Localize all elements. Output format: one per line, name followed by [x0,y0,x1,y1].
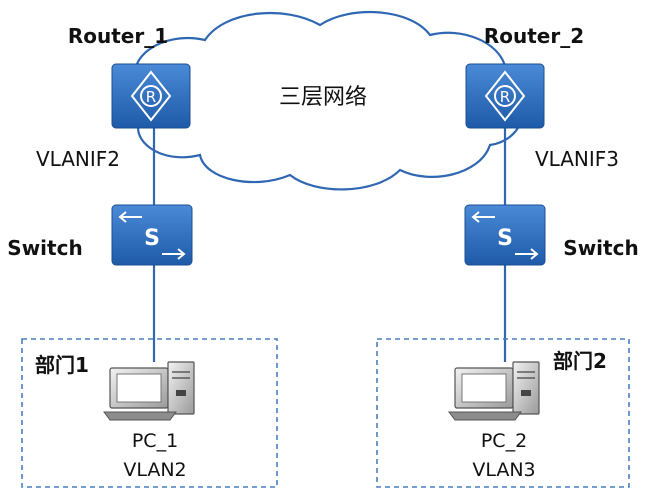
switch-icon [118,211,186,260]
switch-1-icon-body [111,204,193,266]
router-icon: R [484,70,526,122]
switch-1-icon-letter: S [144,226,160,251]
pc-2-name: PC_2 [481,430,527,452]
pc-icon [448,361,540,421]
router-1-interface: VLANIF2 [36,147,120,171]
switch-2-icon-body [464,204,546,266]
router-1-icon-body [111,63,191,129]
router-2-icon-letter: R [500,88,510,106]
department-2-label: 部门2 [553,349,607,373]
switch-1-label: Switch [7,236,82,260]
department-1-label: 部门1 [35,353,89,377]
switch-2: S Switch [464,204,639,266]
department-2: 部门2 PC_2 VLAN3 [376,338,630,488]
links [152,128,507,362]
router-1: Router_1 R VLANIF2 [36,24,191,171]
router-2-icon-body [465,63,545,129]
router-2-interface: VLANIF3 [535,147,619,171]
router-1-icon-letter: R [146,88,156,106]
pc-2-vlan: VLAN3 [472,459,535,481]
router-2-name: Router_2 [484,24,584,48]
department-1-boundary [21,338,278,488]
router-icon: R [130,70,172,122]
switch-icon [471,211,539,260]
department-2-boundary [376,338,630,488]
switch-2-label: Switch [563,236,638,260]
switch-2-icon-letter: S [497,226,513,251]
pc-1-name: PC_1 [132,430,178,452]
router-2: Router_2 R VLANIF3 [465,24,619,171]
switch-1: S Switch [7,204,193,266]
layer3-network-cloud: 三层网络 [125,10,524,191]
department-1: 部门1 PC_1 VLAN2 [21,338,278,488]
router-1-name: Router_1 [68,24,168,48]
pc-icon [103,361,195,421]
network-label: 三层网络 [279,85,367,110]
pc-1-vlan: VLAN2 [123,459,186,481]
